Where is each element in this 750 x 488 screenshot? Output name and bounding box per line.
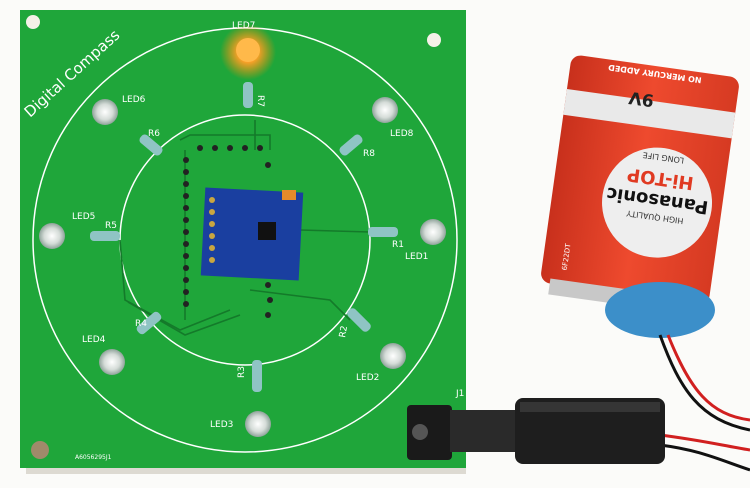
led5 [39, 223, 65, 249]
label-r5: R5 [105, 221, 117, 231]
label-r6: R6 [148, 129, 160, 139]
led2 [380, 343, 406, 369]
label-j1: J1 [455, 389, 464, 399]
battery-voltage: 9V [627, 87, 655, 110]
resistor-labels: R1 R2 R3 R4 R5 R6 R7 R8 [105, 95, 404, 378]
led3 [245, 411, 271, 437]
label-r7: R7 [255, 95, 265, 107]
label-led5: LED5 [72, 212, 95, 222]
label-led3: LED3 [210, 420, 233, 430]
compass-module [200, 187, 304, 281]
mount-hole [427, 33, 441, 47]
label-led7: LED7 [232, 21, 255, 31]
label-led2: LED2 [356, 373, 379, 383]
red-wire [659, 433, 750, 452]
leds [39, 24, 446, 437]
led6 [92, 99, 118, 125]
led8 [372, 97, 398, 123]
label-led1: LED1 [405, 252, 428, 262]
label-led4: LED4 [82, 335, 106, 345]
label-r1: R1 [392, 240, 404, 250]
battery-model: 6F22DT [561, 242, 573, 271]
led7 [236, 38, 260, 62]
label-led8: LED8 [390, 129, 414, 139]
mount-hole [26, 15, 40, 29]
black-wire [659, 443, 750, 472]
led-labels: LED1 LED2 LED3 LED4 LED5 LED6 LED7 LED8 … [72, 21, 464, 430]
battery: NO MERCURY ADDED 9V LONG LIFE Hi-TOP Pan… [541, 55, 739, 316]
red-wire [666, 334, 750, 422]
label-r8: R8 [363, 149, 375, 159]
label-r3: R3 [237, 366, 247, 378]
board-serial: A6056295J1 [75, 454, 112, 461]
battery-snap-connector [605, 282, 715, 338]
header-pins [183, 145, 273, 318]
label-led6: LED6 [122, 95, 146, 105]
label-r2: R2 [338, 325, 350, 339]
mount-hole [31, 441, 49, 459]
resistors [90, 82, 398, 392]
led4 [99, 349, 125, 375]
black-wire [658, 334, 750, 432]
label-r4: R4 [135, 319, 147, 329]
led1 [420, 219, 446, 245]
dc-jack-and-plug [407, 398, 665, 464]
